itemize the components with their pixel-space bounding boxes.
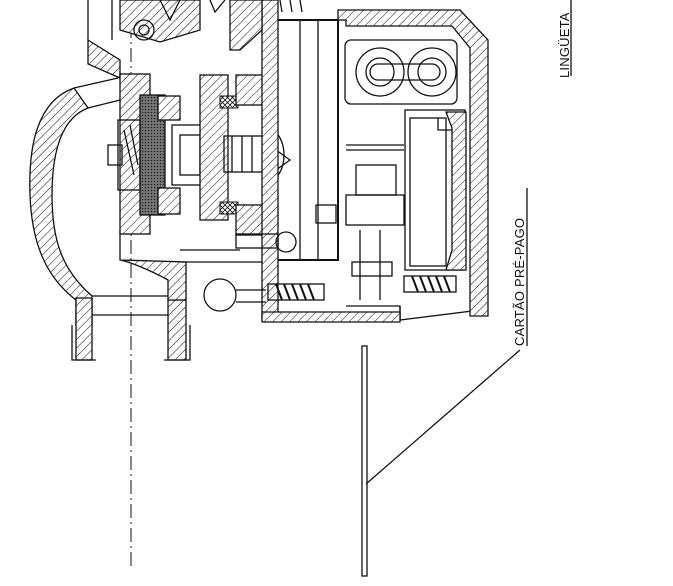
housing-wall — [180, 0, 297, 321]
pipe-housing — [29, 0, 191, 361]
leader-line — [365, 349, 521, 485]
card-slot-module — [315, 109, 467, 300]
electronics-housing — [261, 9, 489, 323]
label-tab: LINGÜETA — [557, 12, 572, 78]
springs — [267, 0, 457, 301]
label-prepaid-card: CARTÃO PRÉ-PAGO — [512, 218, 527, 346]
coil-pair — [344, 39, 458, 105]
top-mechanism — [119, 0, 226, 43]
rotor-assembly — [107, 73, 292, 236]
prepaid-card — [361, 345, 368, 577]
